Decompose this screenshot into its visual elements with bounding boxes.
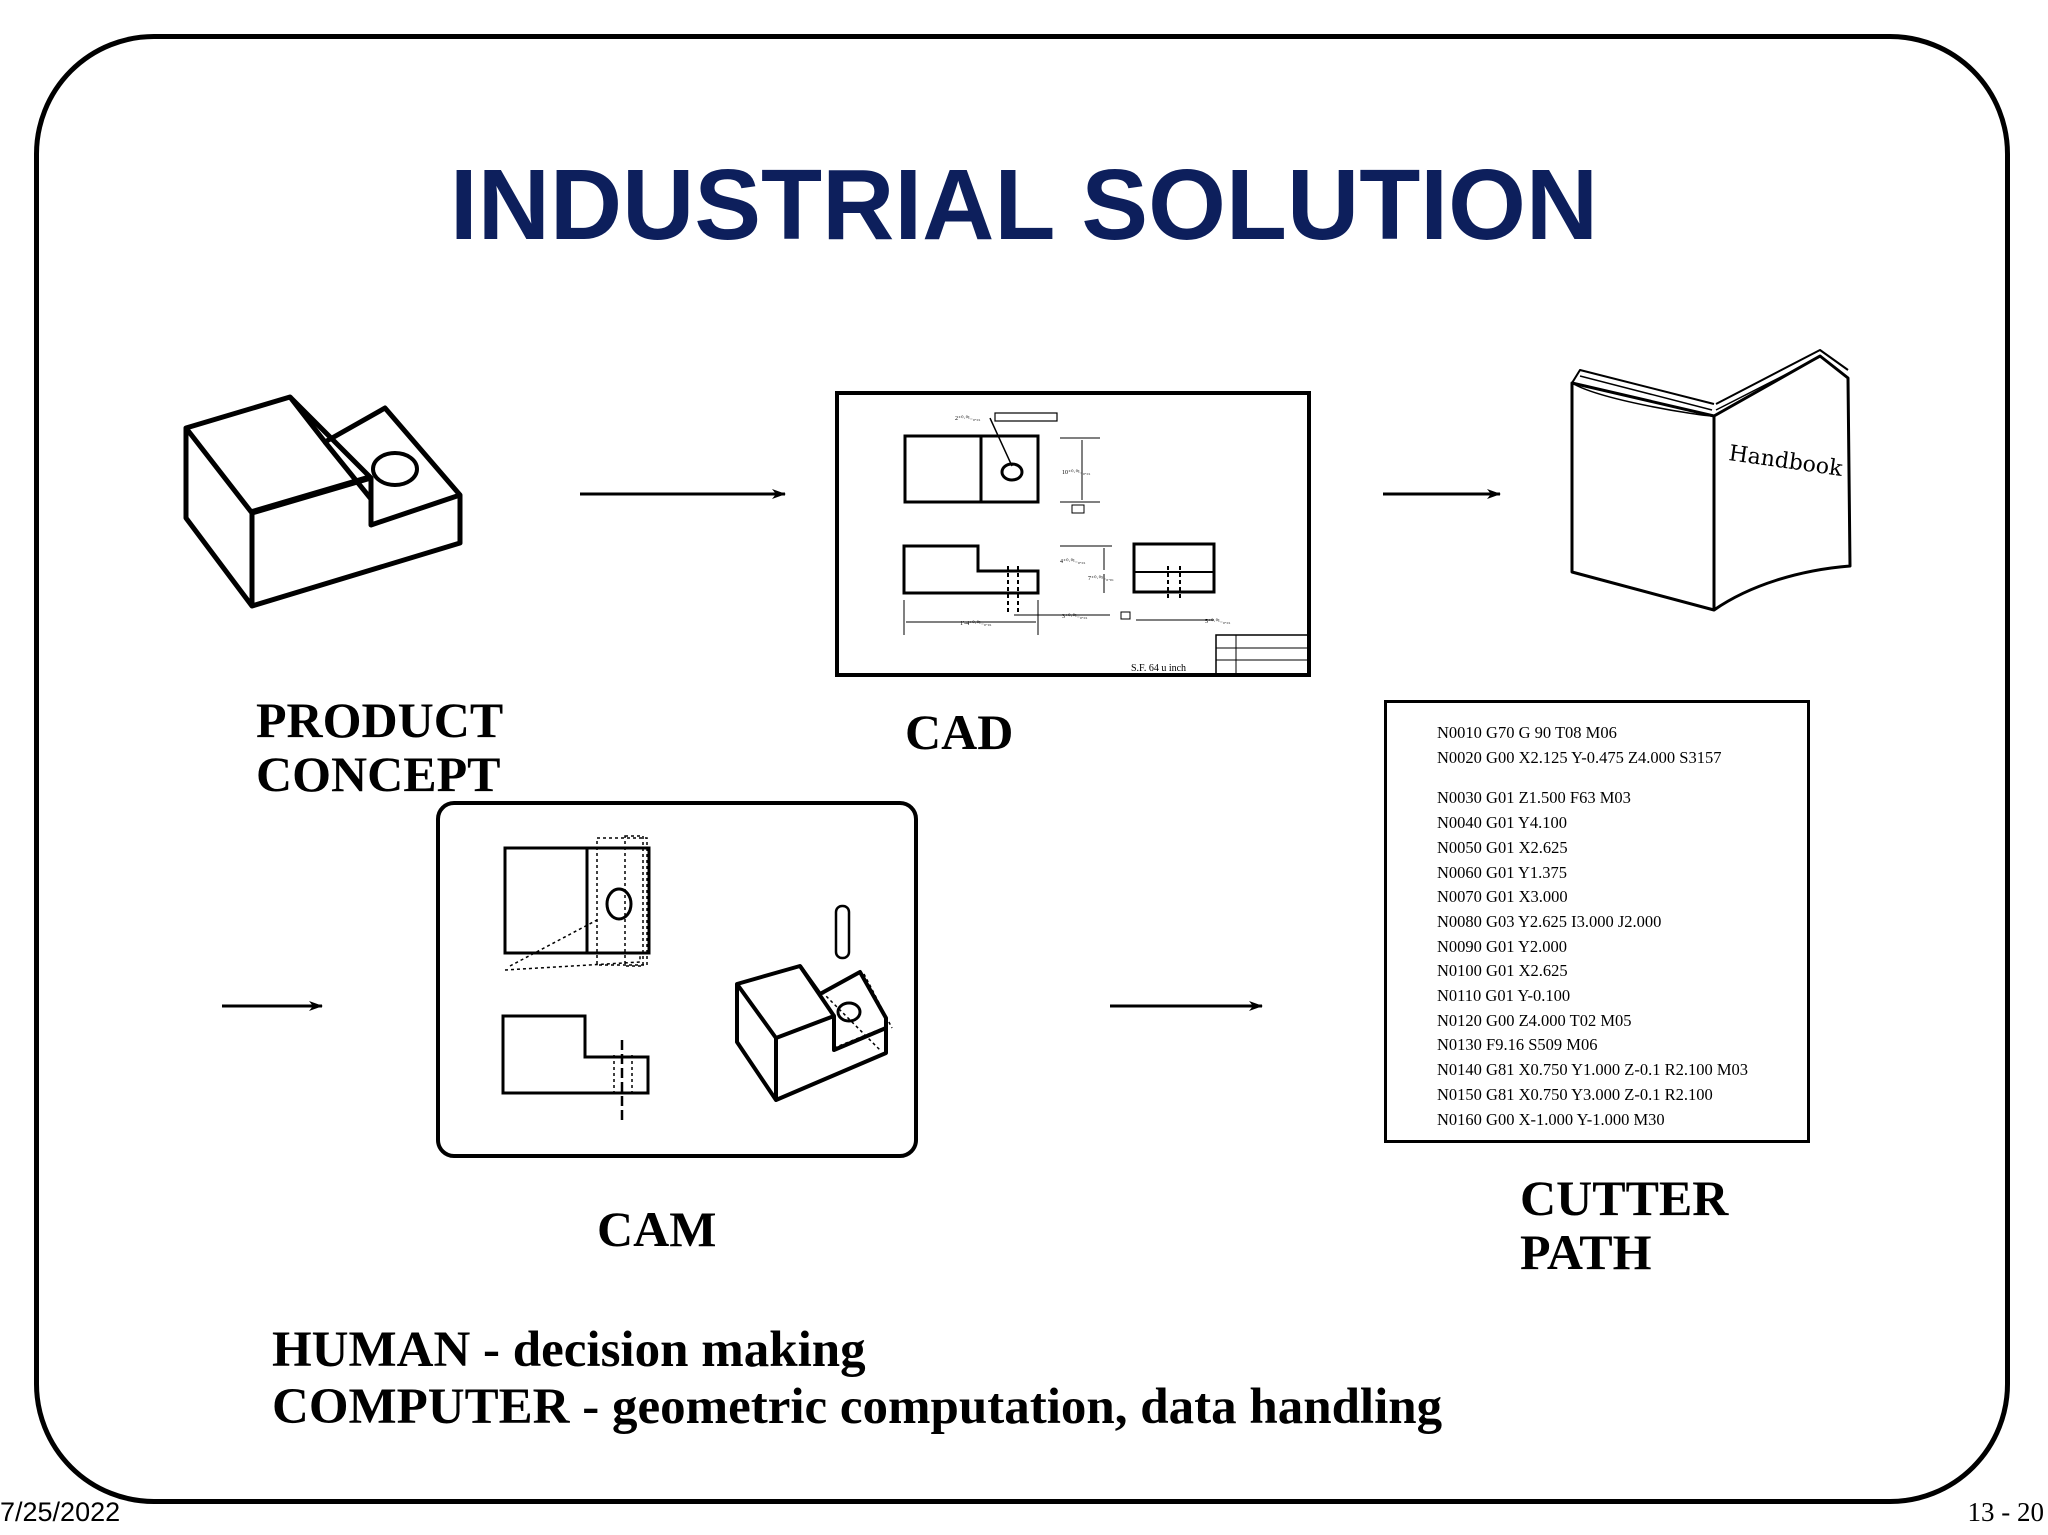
gcode-line: N0130 F9.16 S509 M06 xyxy=(1437,1035,1598,1055)
slide-title: INDUSTRIAL SOLUTION xyxy=(449,149,1599,261)
gcode-line: N0090 G01 Y2.000 xyxy=(1437,936,1568,956)
gcode-line: N0020 G00 X2.125 Y-0.475 Z4.000 S3157 xyxy=(1437,747,1722,767)
summary-computer: COMPUTER - geometric computation, data h… xyxy=(272,1379,1443,1435)
cam-panel-icon xyxy=(436,801,918,1158)
gcode-listing: N0010 G70 G 90 T08 M06 N0020 G00 X2.125 … xyxy=(1437,721,1748,1132)
summary-human: HUMAN - decision making xyxy=(272,1322,866,1378)
gcode-line: N0140 G81 X0.750 Y1.000 Z-0.1 R2.100 M03 xyxy=(1437,1060,1749,1080)
slide-page-number: 13 - 20 xyxy=(1967,1497,2045,1527)
label-cutter-path-line1: CUTTER xyxy=(1520,1170,1729,1226)
gcode-line: N0070 G01 X3.000 xyxy=(1437,887,1568,907)
gcode-line: N0030 G01 Z1.500 F63 M03 xyxy=(1437,788,1631,808)
handbook-icon: Handbook xyxy=(1570,349,1852,612)
svg-text:4⁺⁰·⁰¹₋₀.₀₁: 4⁺⁰·⁰¹₋₀.₀₁ xyxy=(1060,558,1086,565)
gcode-line: N0100 G01 X2.625 xyxy=(1437,961,1568,981)
gcode-line: N0080 G03 Y2.625 I3.000 J2.000 xyxy=(1437,911,1662,931)
svg-text:5⁺⁰·⁰¹₋₀.₀₁: 5⁺⁰·⁰¹₋₀.₀₁ xyxy=(1205,618,1231,625)
gcode-line: N0160 G00 X-1.000 Y-1.000 M30 xyxy=(1437,1109,1665,1129)
gcode-line: N0120 G00 Z4.000 T02 M05 xyxy=(1437,1010,1632,1030)
label-cutter-path: CUTTER PATH xyxy=(1520,1171,1728,1279)
svg-text:10⁺⁰·⁰¹₋₀.₀₁: 10⁺⁰·⁰¹₋₀.₀₁ xyxy=(1062,469,1091,476)
summary-statements: HUMAN - decision making COMPUTER - geome… xyxy=(272,1322,1442,1436)
label-cad: CAD xyxy=(905,704,1014,760)
svg-text:S.F. 64 u inch: S.F. 64 u inch xyxy=(1131,663,1186,674)
gcode-line: N0010 G70 G 90 T08 M06 xyxy=(1437,723,1617,742)
gcode-line: N0060 G01 Y1.375 xyxy=(1437,862,1568,882)
label-cutter-path-line2: PATH xyxy=(1520,1224,1652,1280)
label-product-concept-line2: CONCEPT xyxy=(256,746,501,802)
svg-text:2⁺⁰·⁰¹₋₀.₀₁: 2⁺⁰·⁰¹₋₀.₀₁ xyxy=(955,415,981,422)
label-cam: CAM xyxy=(597,1201,717,1257)
svg-text:1'-4⁺⁰·⁰¹₋₀.₀₁: 1'-4⁺⁰·⁰¹₋₀.₀₁ xyxy=(960,620,992,627)
svg-text:Handbook: Handbook xyxy=(1727,441,1844,482)
gcode-line: N0150 G81 X0.750 Y3.000 Z-0.1 R2.100 xyxy=(1437,1084,1713,1104)
gcode-line: N0110 G01 Y-0.100 xyxy=(1437,986,1571,1006)
svg-text:3⁺⁰·⁰¹₋₀.₀₁: 3⁺⁰·⁰¹₋₀.₀₁ xyxy=(1062,613,1088,620)
gcode-listing-box: N0010 G70 G 90 T08 M06 N0020 G00 X2.125 … xyxy=(1384,700,1810,1143)
slide-date: 7/25/2022 xyxy=(0,1497,121,1527)
svg-text:7⁺⁰·⁰⁵₋₀.₀₁: 7⁺⁰·⁰⁵₋₀.₀₁ xyxy=(1088,575,1114,582)
gcode-line: N0040 G01 Y4.100 xyxy=(1437,813,1568,833)
product-concept-block-icon xyxy=(183,394,463,609)
gcode-line: N0050 G01 X2.625 xyxy=(1437,837,1568,857)
cad-drawing-icon: S.F. 64 u inch 2⁺⁰·⁰¹₋₀.₀₁ 10⁺⁰·⁰¹₋₀.₀₁ … xyxy=(835,391,1311,677)
slide-frame xyxy=(34,34,2010,1504)
label-product-concept-line1: PRODUCT xyxy=(256,692,504,748)
label-product-concept: PRODUCT CONCEPT xyxy=(256,693,503,801)
